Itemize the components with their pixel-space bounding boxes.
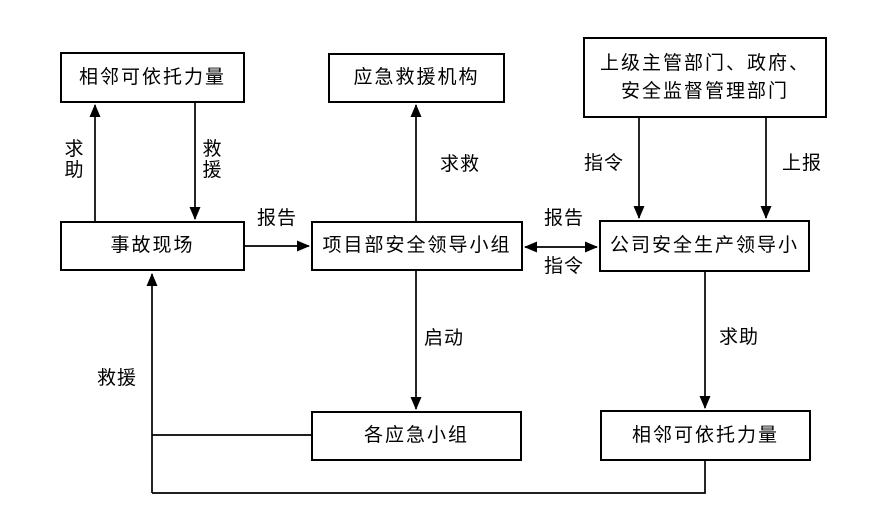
box-company-safety-group-label: 公司安全生产领导小 (609, 235, 799, 257)
line-rescue-from-adjacent-bottom (152, 461, 706, 494)
box-superior-departments: 上级主管部门、政府、 安全监督管理部门 (583, 37, 827, 118)
box-superior-departments-line1: 上级主管部门、政府、 (599, 52, 810, 74)
box-superior-departments-line2: 安全监督管理部门 (620, 80, 789, 102)
box-accident-scene: 事故现场 (60, 221, 245, 271)
label-report-middle: 报告 (544, 208, 585, 229)
box-rescue-agency: 应急救援机构 (328, 53, 505, 103)
box-adjacent-forces-top-label: 相邻可依托力量 (78, 66, 226, 88)
box-rescue-agency-label: 应急救援机构 (353, 67, 480, 89)
box-adjacent-forces-top: 相邻可依托力量 (60, 52, 245, 103)
box-adjacent-forces-bottom: 相邻可依托力量 (600, 410, 811, 461)
label-report-left: 报告 (257, 208, 298, 229)
box-emergency-teams: 各应急小组 (311, 411, 522, 461)
box-emergency-teams-label: 各应急小组 (363, 425, 469, 447)
label-seek-help-right: 求助 (719, 327, 760, 348)
label-call-for-help: 求救 (440, 154, 481, 175)
label-rescue-bottom: 救援 (97, 368, 138, 389)
label-rescue-left: 救援 (202, 139, 222, 181)
label-order-top: 指令 (584, 153, 625, 174)
label-start: 启动 (424, 328, 465, 349)
box-company-safety-group: 公司安全生产领导小 (599, 220, 810, 272)
label-seek-help-left: 求助 (64, 139, 84, 181)
label-order-middle: 指令 (544, 256, 585, 277)
box-adjacent-forces-bottom-label: 相邻可依托力量 (631, 424, 779, 446)
box-project-safety-group-label: 项目部安全领导小组 (322, 235, 512, 257)
label-report-up: 上报 (782, 153, 823, 174)
box-project-safety-group: 项目部安全领导小组 (311, 221, 523, 271)
box-accident-scene-label: 事故现场 (110, 235, 195, 257)
